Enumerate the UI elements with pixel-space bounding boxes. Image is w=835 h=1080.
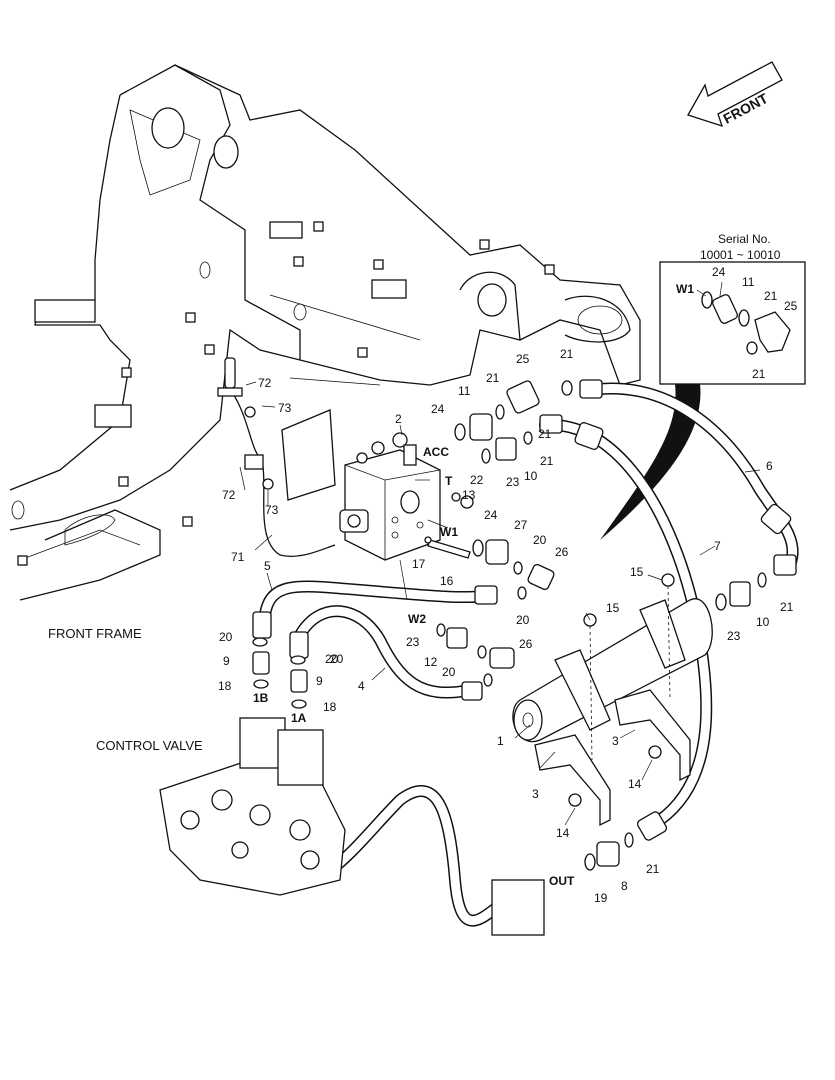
callout: 24 [484,508,498,522]
inset-serial-range: 10001 ~ 10010 [700,248,781,262]
callout: 10 [524,469,538,483]
callout: 5 [264,559,271,573]
callout: 20 [442,665,456,679]
callout: 14 [556,826,570,840]
inset-callout: 24 [712,265,726,279]
callout: 17 [412,557,426,571]
callout: 3 [532,787,539,801]
callout: 20 [533,533,547,547]
frame-pivot-hole-left [151,107,185,149]
callout: 11 [458,384,471,398]
callout: 73 [278,401,292,415]
callout: 16 [440,574,454,588]
callout: 13 [462,488,476,502]
port-1a: 1A [291,711,307,725]
inset-pointer [600,384,701,540]
hose-fittings [252,379,797,936]
callout: 12 [424,655,438,669]
frame-bolt-heads [17,221,555,566]
callout: 23 [727,629,741,643]
port-w2: W2 [408,612,426,626]
port-out: OUT [549,874,575,888]
callout: 15 [606,601,620,615]
inset-serial-label: Serial No. [718,232,771,246]
caption-control-valve: CONTROL VALVE [96,738,203,753]
mounting-plate [281,409,336,501]
callout: 9 [223,654,230,668]
callout: 24 [431,402,445,416]
callout: 21 [540,454,554,468]
inset-port-w1: W1 [676,282,694,296]
callout: 21 [780,600,794,614]
frame-pivot-hole-right [213,135,239,169]
callout: 10 [756,615,770,629]
serial-inset: Serial No. 10001 ~ 10010 W1 24 11 21 25 … [600,232,806,540]
small-fittings [252,380,767,871]
callout: 71 [231,550,245,564]
callout: 22 [470,473,484,487]
callout: 2 [395,412,402,426]
callout: 26 [519,637,533,651]
port-acc: ACC [423,445,449,459]
clamp-block [491,879,545,936]
caption-front-frame: FRONT FRAME [48,626,142,641]
control-valve [159,717,346,896]
callout: 20 [330,652,344,666]
callout: 73 [265,503,279,517]
inset-callout: 11 [742,275,755,289]
inset-callout: 25 [784,299,798,313]
callout: 26 [555,545,569,559]
callout: 3 [612,734,619,748]
callout: 6 [766,459,773,473]
hoses [231,382,799,927]
callout: 15 [630,565,644,579]
callout: 7 [714,539,721,553]
callout: 72 [258,376,272,390]
callout: 21 [486,371,500,385]
valve-block [339,432,441,561]
callout: 21 [646,862,660,876]
callout: 18 [218,679,232,693]
front-direction-arrow: FRONT [687,61,783,128]
callout: 4 [358,679,365,693]
callout: 9 [316,674,323,688]
port-t: T [445,474,453,488]
callout: 72 [222,488,236,502]
callout: 18 [323,700,337,714]
callout: 23 [506,475,520,489]
callout: 23 [406,635,420,649]
part-callouts: 1 2 3 3 4 5 6 7 8 9 9 10 10 11 12 13 14 … [218,347,794,905]
callout: 21 [538,427,552,441]
inset-callout: 21 [764,289,778,303]
callout: 19 [594,891,608,905]
callout: 27 [514,518,528,532]
callout: 20 [219,630,233,644]
callout: 1 [497,734,504,748]
callout: 20 [516,613,530,627]
callout: 21 [560,347,574,361]
callout: 20 [325,652,339,666]
leader-lines [239,381,761,826]
port-w1: W1 [440,525,458,539]
port-labels: ACC T W1 W2 1A 1B OUT [253,445,575,888]
inset-callout: 21 [752,367,766,381]
sensor-assembly [217,357,274,490]
callout: 25 [516,352,530,366]
front-frame [9,64,641,601]
port-1b: 1B [253,691,269,705]
callout: 8 [621,879,628,893]
callout: 14 [628,777,642,791]
